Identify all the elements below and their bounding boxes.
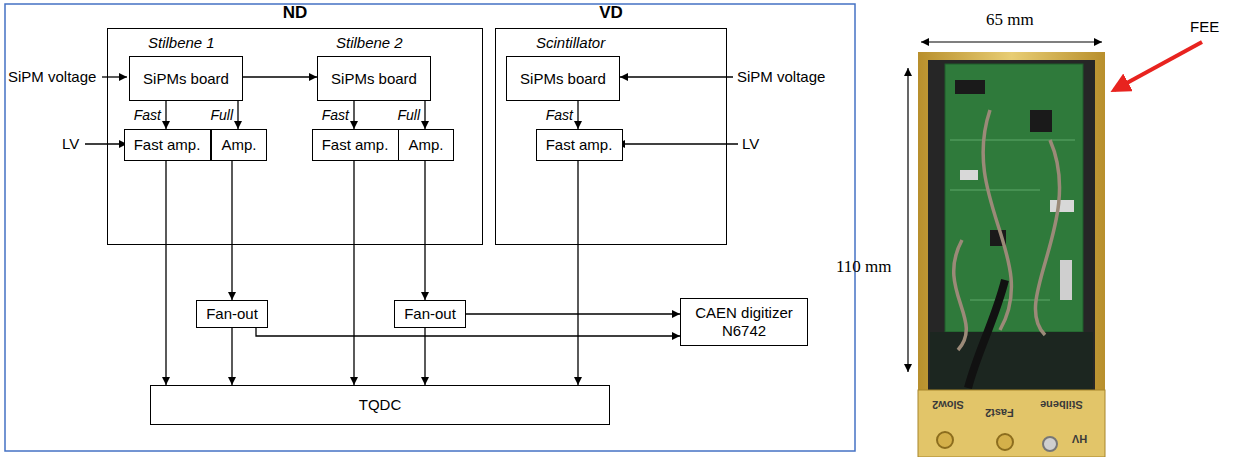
supply-arrow	[620, 76, 733, 77]
signal-label: Fast	[321, 107, 350, 123]
supply-label: LV	[62, 135, 79, 153]
module-box: Fan-out	[196, 300, 268, 328]
front-panel	[918, 390, 1105, 457]
panel-frame	[5, 4, 855, 451]
box-label: Amp.	[404, 136, 447, 154]
box-label: Fast amp.	[318, 136, 393, 154]
coax-cable	[1035, 140, 1059, 335]
signal-connector	[353, 101, 354, 129]
chip	[1030, 110, 1052, 132]
box-label: Amp.	[217, 136, 260, 154]
group-heading: VD	[496, 3, 726, 23]
panel-marking: HV	[1072, 432, 1087, 445]
supply-arrow	[85, 143, 127, 144]
signal-connector	[243, 76, 317, 77]
chip	[955, 80, 985, 94]
signal-connector	[165, 161, 166, 385]
box-label: TQDC	[355, 396, 406, 414]
signal-connector	[577, 101, 578, 129]
supply-arrow	[617, 143, 738, 144]
signal-label: Fast	[133, 107, 162, 123]
detector-name: Stilbene 1	[148, 34, 215, 52]
dimension: 65 mm	[986, 10, 1034, 30]
signal-label: Full	[209, 107, 234, 123]
power-cable	[968, 280, 1005, 388]
sma-connector	[937, 432, 953, 448]
box-label: SiPMs board	[327, 70, 421, 88]
module-box: CAEN digitizer N6742	[680, 298, 808, 346]
pointer-arrow	[1114, 42, 1202, 90]
detector-group: VDSiPMs boardFast amp.Scintillator	[495, 28, 727, 245]
connector-strip	[1060, 260, 1072, 300]
signal-connector	[424, 161, 425, 300]
box-label: Fast amp.	[542, 136, 617, 154]
box-label: SiPMs board	[139, 70, 233, 88]
module-box: Fast amp.	[312, 129, 399, 161]
supply-label: SiPM voltage	[737, 68, 825, 86]
module-box: TQDC	[150, 385, 610, 425]
coax-cable	[954, 240, 967, 350]
dimension-arrow	[921, 41, 1102, 42]
signal-connector	[231, 161, 232, 300]
signal-connector	[577, 161, 578, 385]
supply-label: LV	[742, 135, 759, 153]
module-box: SiPMs board	[506, 56, 620, 101]
callout: FEE	[1190, 18, 1219, 36]
box-label: Fan-out	[400, 305, 460, 323]
dimension: 110 mm	[836, 257, 892, 277]
module-box: SiPMs board	[317, 56, 431, 101]
module-box: Amp.	[398, 129, 454, 161]
signal-connector	[165, 101, 166, 129]
detector-group: NDSiPMs boardSiPMs boardFast amp.Amp.Fas…	[107, 28, 483, 245]
box-label: Fast amp.	[130, 136, 205, 154]
signal-label: Full	[396, 107, 421, 123]
panel-marking: Stilbene	[1040, 398, 1083, 411]
fee-board	[945, 64, 1083, 332]
dimension-arrow	[907, 68, 908, 372]
signal-connector	[466, 313, 680, 314]
signal-connector	[231, 328, 232, 385]
module-box: Amp.	[211, 129, 267, 161]
box-label: Fan-out	[202, 305, 262, 323]
box-label: SiPMs board	[516, 70, 610, 88]
board-holder	[930, 332, 1093, 390]
module-box: Fast amp.	[536, 129, 623, 161]
component	[1050, 200, 1074, 212]
module-box: Fast amp.	[124, 129, 211, 161]
module-box: Fan-out	[394, 300, 466, 328]
signal-connector	[256, 328, 680, 336]
supply-arrow	[102, 76, 127, 77]
housing-interior	[928, 60, 1095, 390]
signal-connector	[424, 328, 425, 385]
detector-name: Scintillator	[536, 34, 605, 52]
signal-connector	[353, 161, 354, 385]
supply-label: SiPM voltage	[8, 68, 96, 86]
signal-connector	[237, 101, 238, 129]
hv-connector	[1043, 437, 1057, 451]
component	[960, 170, 978, 180]
box-label: CAEN digitizer N6742	[681, 304, 807, 340]
device-photo	[918, 52, 1105, 457]
panel-marking: Slow2	[932, 398, 964, 411]
sma-connector	[997, 434, 1013, 450]
module-box: SiPMs board	[129, 56, 243, 101]
signal-connector	[424, 101, 425, 129]
signal-label: Fast	[545, 107, 574, 123]
group-heading: ND	[108, 3, 482, 23]
detector-name: Stilbene 2	[336, 34, 403, 52]
panel-marking: Fast2	[985, 406, 1014, 419]
housing	[918, 52, 1105, 457]
